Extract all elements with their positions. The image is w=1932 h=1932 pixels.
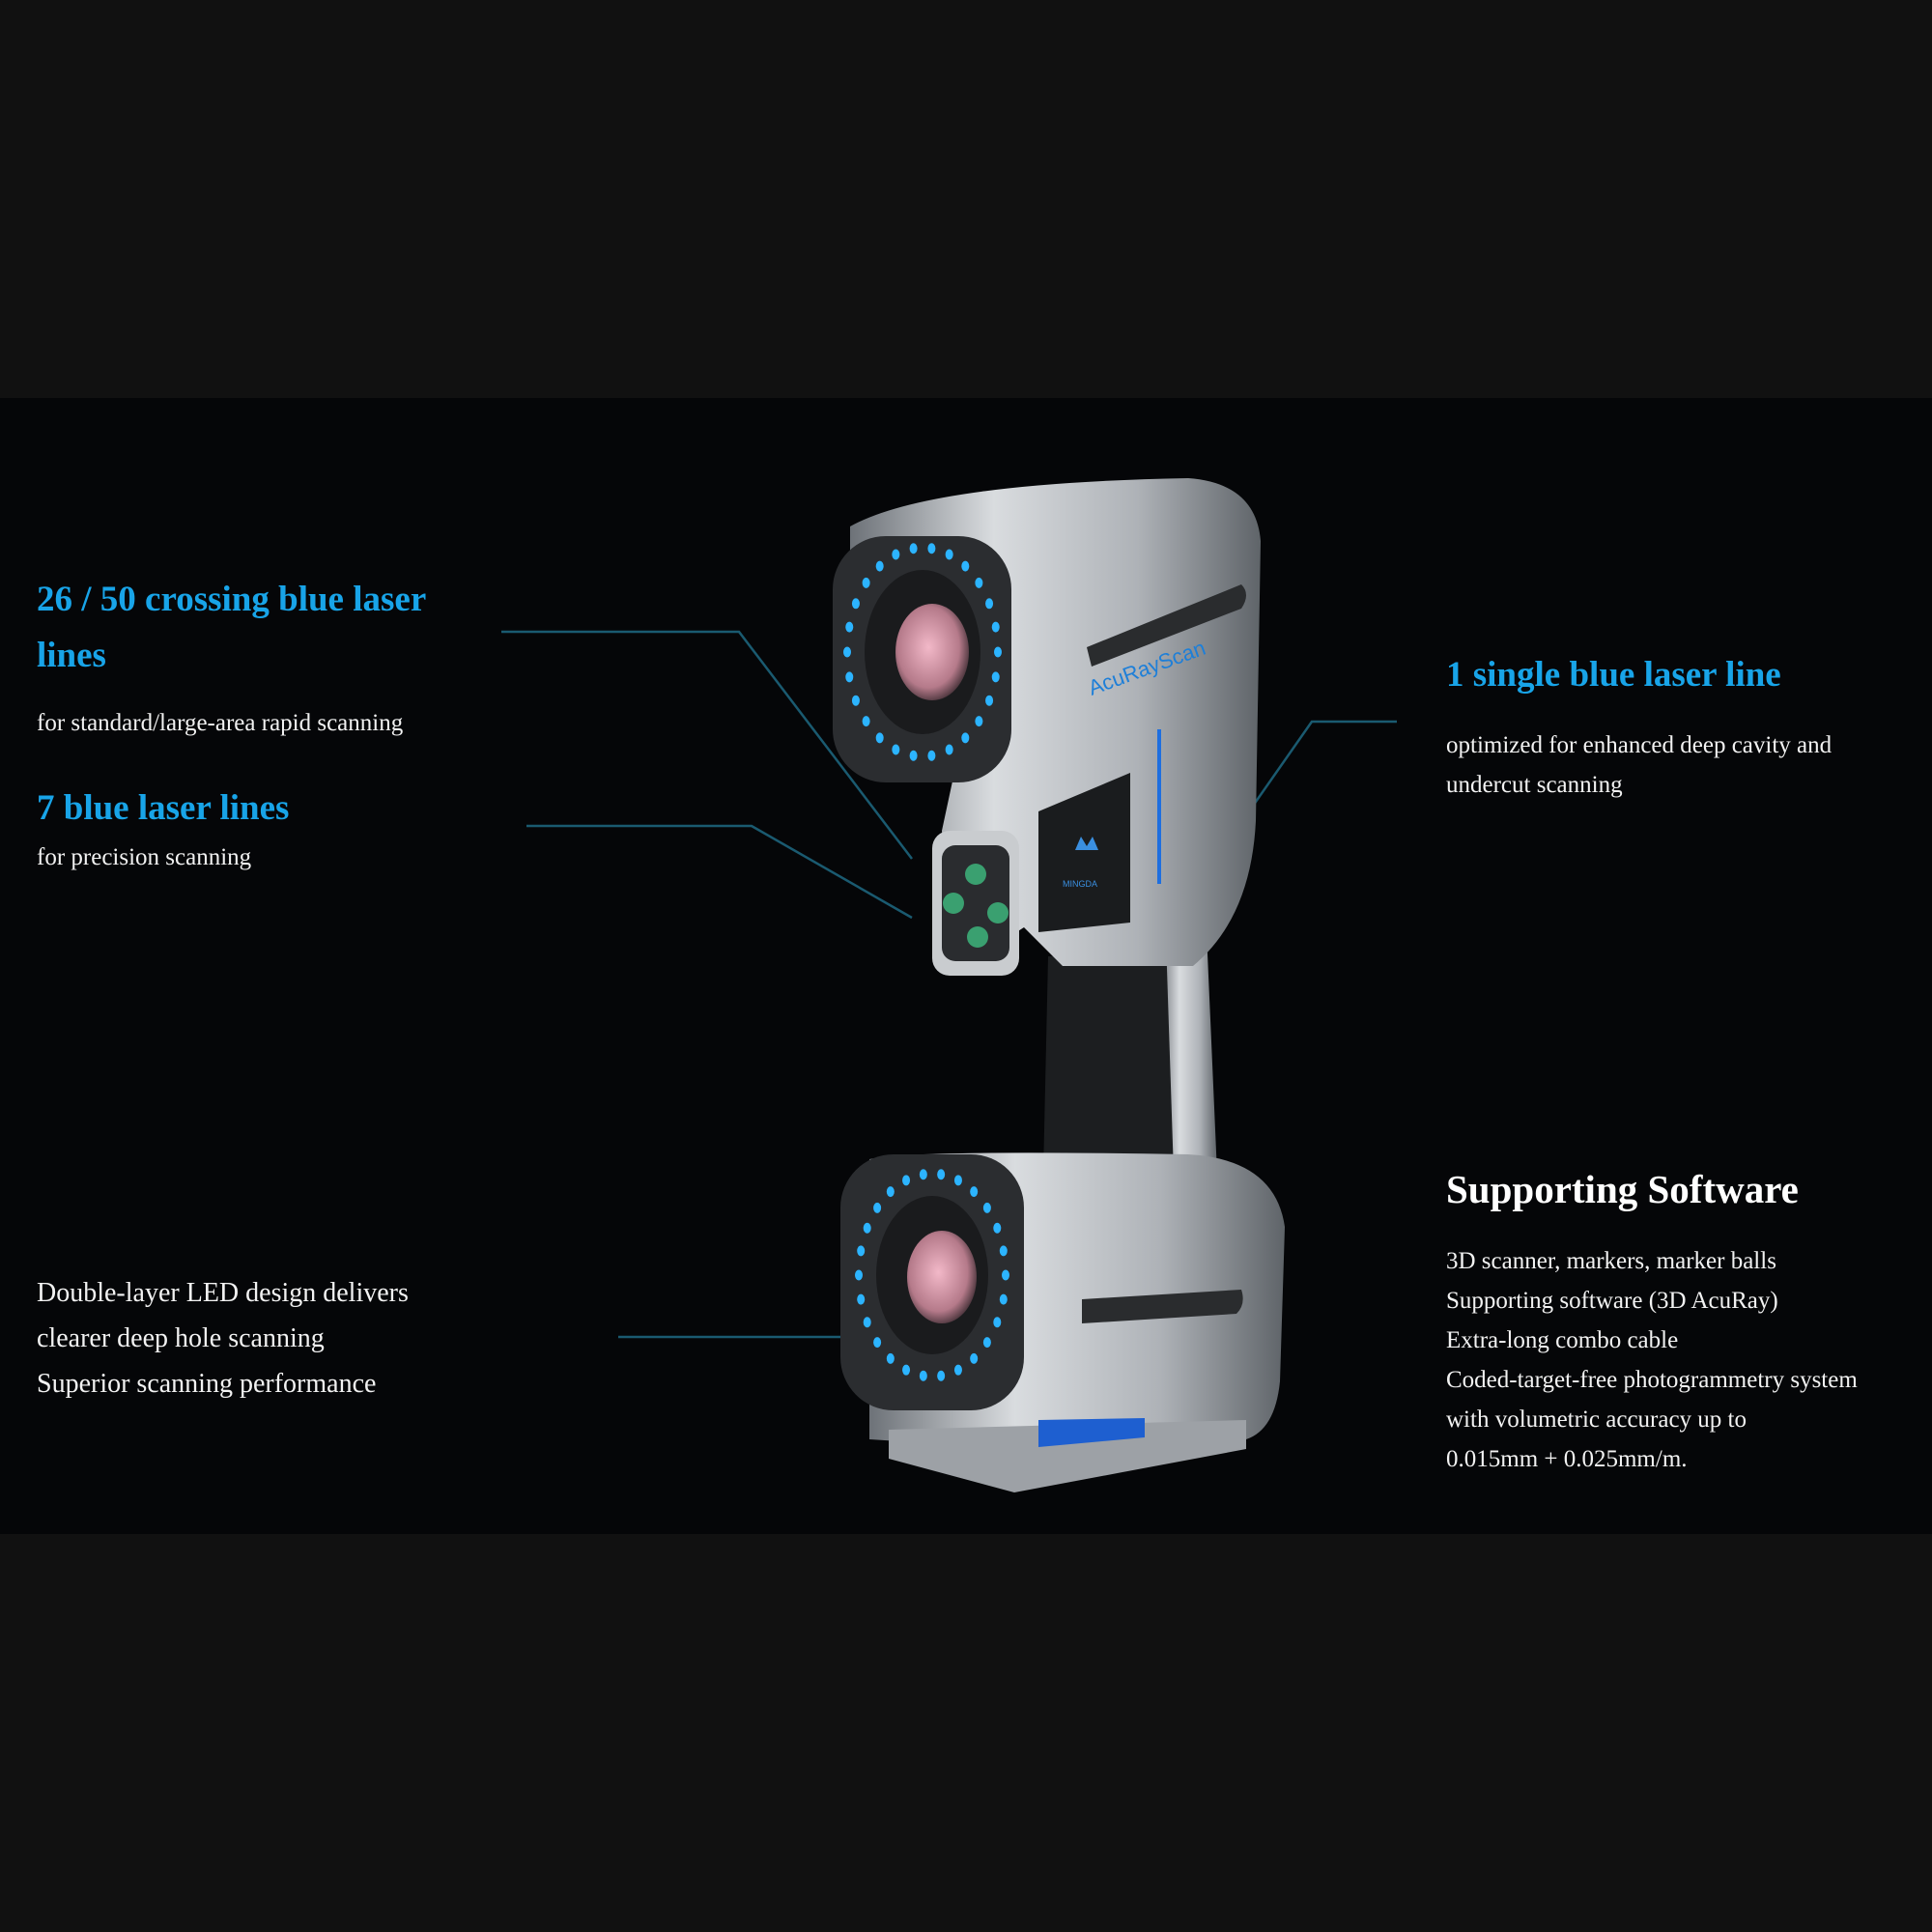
led-dot: [953, 1175, 962, 1186]
software-item: Coded-target-free photogrammetry system: [1446, 1367, 1858, 1393]
maker-logo-icon: [1075, 837, 1098, 850]
led-dot: [970, 1186, 979, 1198]
software-item: 0.015mm + 0.025mm/m.: [1446, 1446, 1688, 1472]
led-dot: [919, 1370, 927, 1381]
led-dot: [982, 1337, 991, 1349]
led-dot: [886, 1352, 895, 1364]
led-dot: [873, 1202, 882, 1213]
led-note-line: Double-layer LED design delivers: [37, 1278, 409, 1308]
software-list: 3D scanner, markers, marker balls Suppor…: [1446, 1241, 1858, 1479]
led-dot: [892, 744, 900, 755]
led-dot: [902, 1175, 911, 1186]
led-note: Double-layer LED design delivers clearer…: [37, 1270, 409, 1406]
led-dot: [863, 1317, 871, 1328]
software-title: Supporting Software: [1446, 1167, 1799, 1211]
led-dot: [953, 1364, 962, 1376]
led-dot: [845, 621, 854, 633]
led-dot: [851, 598, 860, 610]
led-dot: [993, 1222, 1002, 1234]
feature-desc-crossing-lines: for standard/large-area rapid scanning: [37, 710, 404, 736]
software-item: 3D scanner, markers, marker balls: [1446, 1248, 1776, 1274]
led-dot: [961, 560, 970, 572]
desc-line: undercut scanning: [1446, 772, 1623, 798]
led-dot: [857, 1293, 866, 1305]
led-dot: [857, 1245, 866, 1257]
led-dot: [863, 1222, 871, 1234]
led-note-line: Superior scanning performance: [37, 1369, 377, 1399]
feature-desc-single-line: optimized for enhanced deep cavity and u…: [1446, 725, 1832, 805]
led-dot: [875, 560, 884, 572]
desc-line: optimized for enhanced deep cavity and: [1446, 732, 1833, 758]
led-dot: [985, 598, 994, 610]
feature-title-seven-lines: 7 blue laser lines: [37, 788, 290, 828]
led-dot: [927, 543, 936, 554]
led-dot: [909, 543, 918, 554]
led-dot: [999, 1245, 1008, 1257]
leader-lines: [501, 630, 1397, 1339]
led-dot: [970, 1352, 979, 1364]
led-dot: [937, 1169, 946, 1180]
led-dot: [851, 695, 860, 706]
led-dot: [855, 1269, 863, 1281]
led-dot: [843, 646, 851, 658]
led-dot: [886, 1186, 895, 1198]
led-dot: [919, 1169, 927, 1180]
led-dot: [873, 1337, 882, 1349]
software-item: Extra-long combo cable: [1446, 1327, 1679, 1353]
led-dot: [975, 716, 983, 727]
led-dot: [961, 732, 970, 744]
feature-title-single-line: 1 single blue laser line: [1446, 655, 1781, 695]
led-dot: [991, 621, 1000, 633]
maker-logo: MINGDA: [1063, 879, 1097, 889]
led-dot: [982, 1202, 991, 1213]
led-dot: [875, 732, 884, 744]
led-dot: [845, 671, 854, 683]
led-note-line: clearer deep hole scanning: [37, 1323, 325, 1353]
led-dot: [1002, 1269, 1009, 1281]
software-item: Supporting software (3D AcuRay): [1446, 1288, 1778, 1314]
led-dot: [862, 716, 870, 727]
led-dot: [945, 549, 953, 560]
led-dot: [927, 750, 936, 761]
led-dot: [892, 549, 900, 560]
led-dot: [937, 1370, 946, 1381]
led-dot: [975, 577, 983, 588]
led-dot: [945, 744, 953, 755]
led-dot: [999, 1293, 1008, 1305]
software-item: with volumetric accuracy up to: [1446, 1406, 1747, 1433]
led-dot: [991, 671, 1000, 683]
feature-title-crossing-lines: 26 / 50 crossing blue laser lines: [37, 580, 426, 675]
led-dot: [993, 1317, 1002, 1328]
feature-desc-seven-lines: for precision scanning: [37, 844, 252, 870]
led-dot: [909, 750, 918, 761]
led-dot: [902, 1364, 911, 1376]
led-dot: [985, 695, 994, 706]
led-dot: [994, 646, 1002, 658]
led-dot: [862, 577, 870, 588]
